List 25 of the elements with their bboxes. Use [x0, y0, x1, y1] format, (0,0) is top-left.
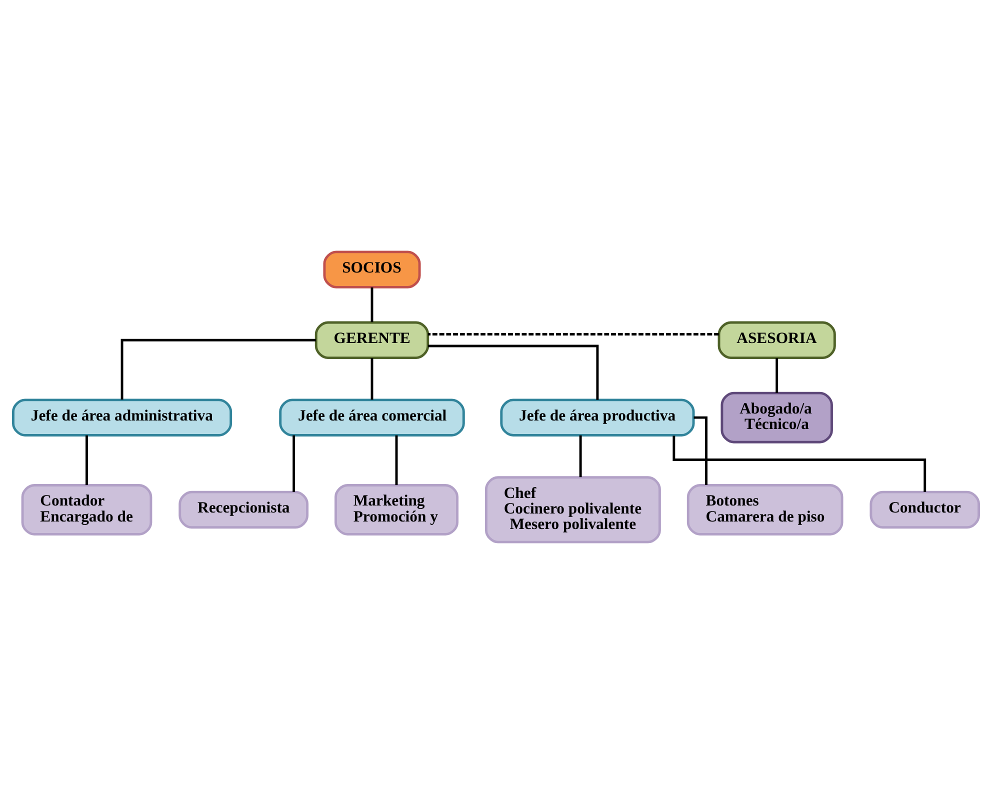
node-box: Contador Encargado de	[21, 484, 152, 536]
connector	[120, 338, 316, 400]
connector	[776, 358, 778, 393]
connector	[428, 333, 719, 336]
node-box: SOCIOS	[323, 250, 421, 288]
node-box: Recepcionista	[178, 490, 309, 529]
node-box: Abogado/a Técnico/a	[720, 392, 833, 444]
connector	[292, 435, 296, 492]
node-box: GERENTE	[314, 321, 430, 360]
connector	[395, 435, 398, 486]
node-box: Conductor	[870, 490, 980, 529]
node-box: Botones Camarera de piso	[686, 484, 844, 536]
connector	[370, 358, 374, 400]
connector	[579, 435, 582, 478]
connector	[86, 435, 88, 486]
connector	[370, 287, 374, 322]
connector	[694, 416, 708, 486]
node-box: Jefe de área productiva	[500, 398, 695, 436]
connector	[428, 344, 599, 400]
node-box: ASESORIA	[718, 321, 836, 360]
connector	[672, 436, 926, 492]
node-box: Jefe de área administrativa	[12, 398, 232, 436]
node-box: Chef Cocinero polivalente Mesero polivalente	[484, 476, 661, 544]
node-box: Jefe de área comercial	[279, 398, 465, 436]
node-box: Marketing Promoción y	[334, 484, 458, 536]
